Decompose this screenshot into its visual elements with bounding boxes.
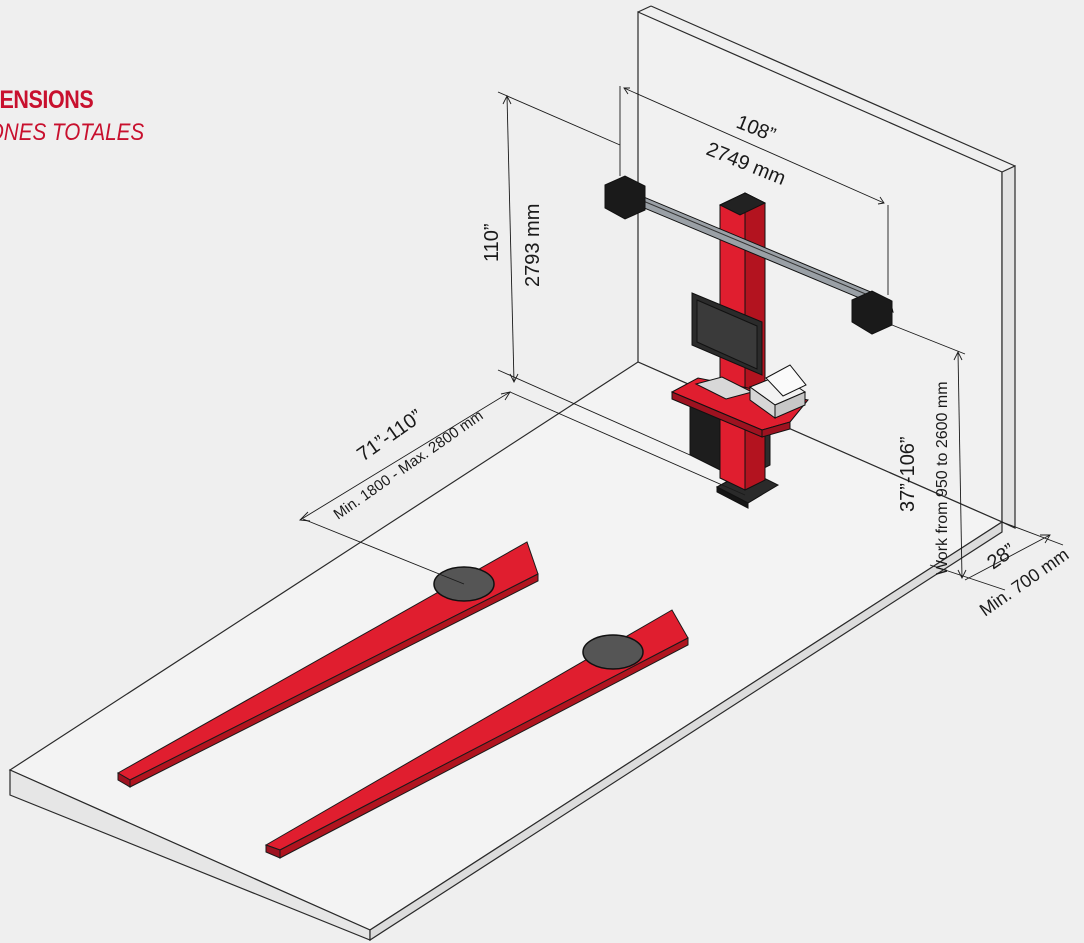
header: MENSIONS IONES TOTALES: [0, 86, 171, 147]
height-mm-label: 2793 mm: [522, 204, 544, 287]
page-title: MENSIONS: [0, 86, 94, 114]
floor-slab: [8, 361, 1004, 942]
depth-in-label: 28”: [983, 539, 1019, 574]
page-subtitle: IONES TOTALES: [0, 119, 145, 146]
camera-head-left: [604, 175, 646, 220]
turntable-right: [582, 634, 644, 670]
height-in-label: 110”: [481, 223, 503, 262]
aligner-machine: [604, 175, 894, 509]
ramp-right: [264, 609, 689, 859]
work-in-label: 37”-106”: [897, 436, 919, 512]
ramp-left: [116, 541, 539, 788]
work-mm-label: Work from 950 to 2600 mm: [934, 381, 951, 575]
dimension-lines: [299, 86, 1064, 591]
